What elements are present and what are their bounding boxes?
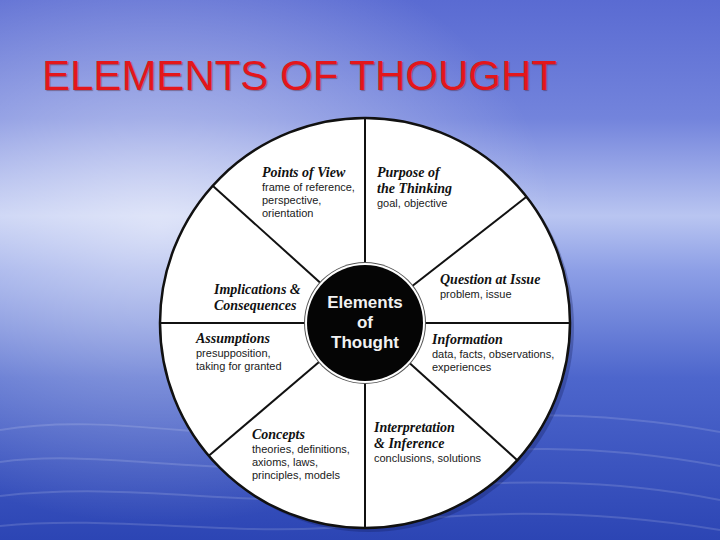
sector-body: goal, objective xyxy=(377,197,447,210)
spoke-line xyxy=(160,322,307,324)
wheel-circle xyxy=(160,118,570,528)
sector-heading: Implications & Consequences xyxy=(214,282,304,314)
sector-heading: Concepts xyxy=(252,427,305,443)
sector-body: presupposition, taking for granted xyxy=(196,347,296,373)
spoke-line xyxy=(209,361,321,456)
sector-heading: Purpose of the Thinking xyxy=(377,165,457,197)
wheel-sector: Question at Issueproblem, issue xyxy=(440,272,540,301)
sector-heading: Assumptions xyxy=(196,331,270,347)
wheel-sector: Assumptionspresupposition, taking for gr… xyxy=(196,331,296,373)
spoke-line xyxy=(423,322,570,324)
wheel-sector: Implications & Consequences xyxy=(214,282,304,314)
slide-title: ELEMENTS OF THOUGHT xyxy=(42,52,557,100)
sector-heading: Interpretation & Inference xyxy=(374,420,462,452)
sector-body: theories, definitions, axioms, laws, pri… xyxy=(252,443,356,482)
wheel-sector: Interpretation & Inferenceconclusions, s… xyxy=(374,420,481,465)
sector-heading: Points of View xyxy=(262,165,345,181)
wheel-sector: Purpose of the Thinkinggoal, objective xyxy=(377,165,457,210)
sector-heading: Question at Issue xyxy=(440,272,540,288)
wheel-sector: Conceptstheories, definitions, axioms, l… xyxy=(252,427,356,482)
sector-body: data, facts, observations, experiences xyxy=(432,348,564,374)
sector-body: conclusions, solutions xyxy=(374,452,481,465)
spoke-lines xyxy=(160,118,570,528)
spoke-line xyxy=(364,118,366,265)
wheel-sector: Informationdata, facts, observations, ex… xyxy=(432,332,564,374)
sector-heading: Information xyxy=(432,332,503,348)
wheel-sector: Points of Viewframe of reference, perspe… xyxy=(262,165,358,220)
center-circle: Elements of Thought xyxy=(307,265,423,381)
sector-body: frame of reference, perspective, orienta… xyxy=(262,181,358,220)
center-label: Elements of Thought xyxy=(323,293,407,353)
spoke-line xyxy=(364,381,366,528)
sector-body: problem, issue xyxy=(440,288,512,301)
